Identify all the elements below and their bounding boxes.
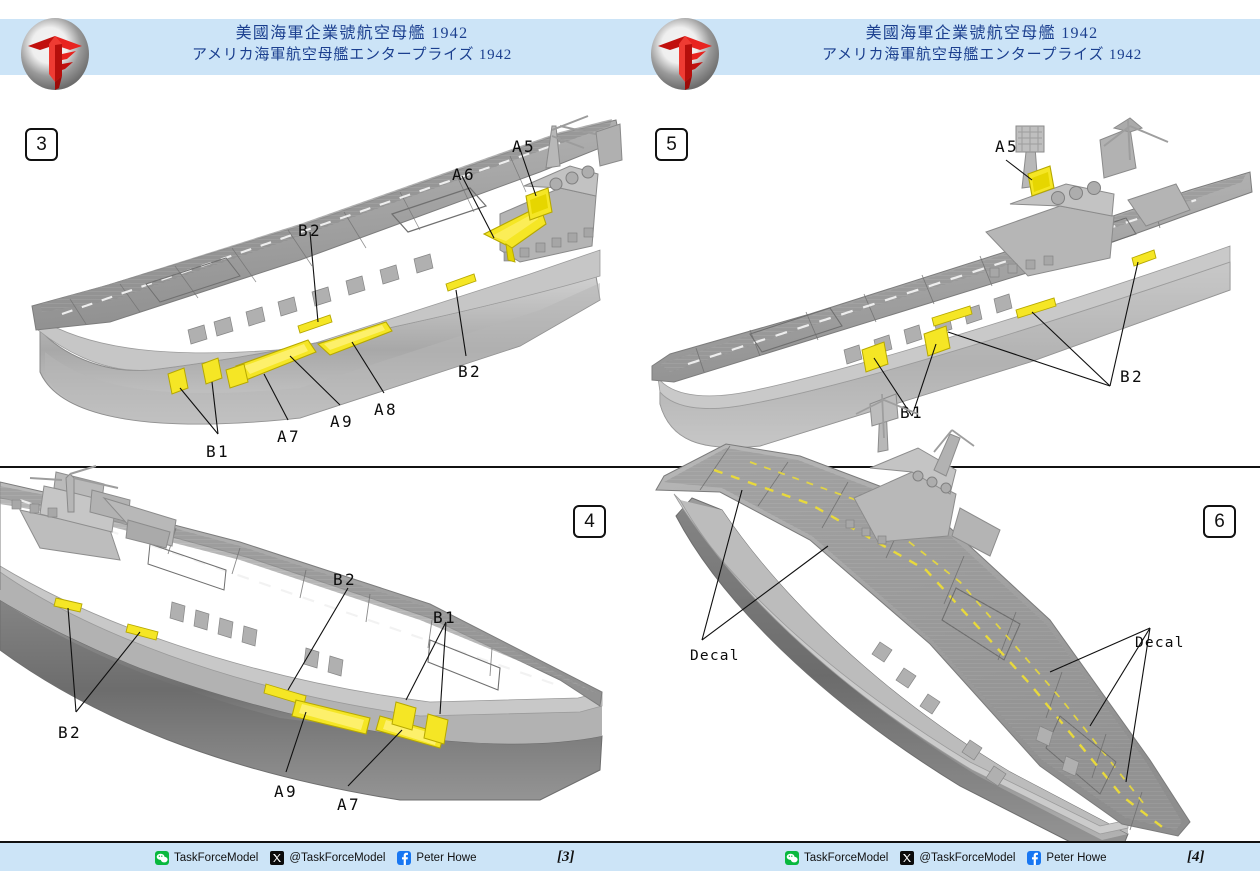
callout-label-b2-upper: B2	[298, 221, 323, 240]
taskforce-model-logo-right	[648, 16, 722, 94]
callout-label-a8: A8	[374, 400, 399, 419]
x-twitter-icon[interactable]	[270, 851, 285, 865]
callout-label-decal-left: Decal	[690, 648, 740, 664]
step-badge-5: 5	[655, 128, 688, 161]
facebook-handle-right: Peter Howe	[1046, 852, 1107, 864]
wechat-icon-right[interactable]	[785, 851, 799, 865]
page-footer-band	[0, 843, 630, 871]
page-header-band-right	[630, 19, 1260, 75]
taskforce-model-logo	[18, 16, 92, 94]
x-twitter-icon-right[interactable]	[900, 851, 915, 865]
page-footer-band-right	[630, 843, 1260, 871]
sheet-page-4: 美國海軍企業號航空母艦 1942 アメリカ海軍航空母艦エンタープライズ 1942	[630, 0, 1260, 891]
callout-label-b1-panel5: B1	[900, 403, 925, 422]
x-handle-right: @TaskForceModel	[919, 852, 1016, 864]
page-title-right: 美國海軍企業號航空母艦 1942 アメリカ海軍航空母艦エンタープライズ 1942	[718, 22, 1246, 67]
page-title: 美國海軍企業號航空母艦 1942 アメリカ海軍航空母艦エンタープライズ 1942	[88, 22, 616, 67]
facebook-icon[interactable]	[397, 851, 412, 865]
facebook-icon-right[interactable]	[1027, 851, 1042, 865]
wechat-handle-right: TaskForceModel	[804, 852, 889, 864]
panel-6-illustration	[655, 393, 1191, 855]
callout-label-a9-panel4: A9	[274, 782, 299, 801]
page-number-right: [4]	[1187, 849, 1205, 865]
panel-divider-horizontal-right	[630, 466, 1260, 468]
title-chinese-right: 美國海軍企業號航空母艦 1942	[865, 25, 1099, 42]
callout-label-b1-panel4: B1	[433, 608, 458, 627]
title-japanese: アメリカ海軍航空母艦エンタープライズ 1942	[191, 47, 513, 64]
callout-label-a6: A6	[452, 165, 477, 184]
panel-3-illustration	[31, 115, 623, 435]
footer-divider	[0, 841, 630, 843]
step-badge-6: 6	[1203, 505, 1236, 538]
callout-label-b2-panel4-a: B2	[333, 570, 358, 589]
step-badge-4: 4	[573, 505, 606, 538]
wechat-icon[interactable]	[155, 851, 169, 865]
panel-4-illustration	[0, 465, 603, 801]
logo-f-arrow-icon-right	[658, 36, 712, 90]
wechat-handle: TaskForceModel	[174, 852, 259, 864]
panel-5-illustration	[651, 117, 1253, 448]
callout-label-b2-panel4-b: B2	[58, 723, 83, 742]
sheet-page-3: 美國海軍企業號航空母艦 1942 アメリカ海軍航空母艦エンタープライズ 1942	[0, 16, 630, 871]
callout-label-a7-panel4: A7	[337, 795, 362, 814]
callout-label-a9: A9	[330, 412, 355, 431]
callout-label-b2-panel5: B2	[1120, 367, 1145, 386]
callout-label-a5: A5	[512, 137, 537, 156]
social-links-right: TaskForceModel @TaskForceModel Peter How…	[785, 851, 1107, 865]
page-number-left: [3]	[557, 849, 575, 865]
title-japanese-right: アメリカ海軍航空母艦エンタープライズ 1942	[821, 47, 1143, 64]
panel-divider-horizontal	[0, 466, 630, 468]
x-handle: @TaskForceModel	[289, 852, 386, 864]
page-header-band	[0, 19, 630, 75]
footer-divider-right	[630, 841, 1260, 843]
callout-label-b2-lower: B2	[458, 362, 483, 381]
callout-label-a5-panel5: A5	[995, 137, 1020, 156]
logo-f-arrow-icon	[28, 36, 82, 90]
social-links-left: TaskForceModel @TaskForceModel Peter How…	[155, 851, 477, 865]
callout-label-decal-right: Decal	[1135, 635, 1185, 651]
callout-label-a7: A7	[277, 427, 302, 446]
title-chinese: 美國海軍企業號航空母艦 1942	[235, 25, 469, 42]
step-badge-3: 3	[25, 128, 58, 161]
callout-label-b1: B1	[206, 442, 231, 461]
facebook-handle: Peter Howe	[416, 852, 477, 864]
